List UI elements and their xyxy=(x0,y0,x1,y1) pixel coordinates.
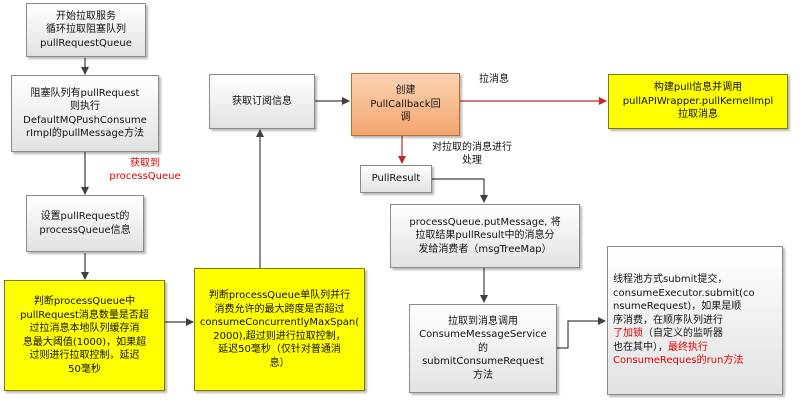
thread-pool-lock-text: 了加锁 xyxy=(613,328,643,340)
node-check-span[interactable]: 判断processQueue单队列并行 消费允许的最大跨度是否超过 consum… xyxy=(194,268,365,391)
node-thread-pool[interactable]: 线程池方式submit提交， consumeExecutor.submit(co… xyxy=(607,246,783,395)
node-pull-result[interactable]: PullResult xyxy=(360,165,432,193)
node-set-process-queue[interactable]: 设置pullRequest的 processQueue信息 xyxy=(26,195,144,252)
node-start[interactable]: 开始拉取服务 循环拉取阻塞队列 pullRequestQueue xyxy=(26,3,146,57)
node-build-pull[interactable]: 构建pull信息并调用 pullAPIWrapper.pullKernelImp… xyxy=(608,74,788,129)
edge-pullresult-to-putmessage xyxy=(432,178,488,203)
thread-pool-run-text: 最终执行 ConsumeReques的run方法 xyxy=(613,341,744,367)
label-got-process-queue: 获取到 processQueue xyxy=(109,158,181,182)
node-put-message[interactable]: processQueue.putMessage, 将 拉取结果pullResul… xyxy=(390,204,580,268)
label-pull-message: 拉消息 xyxy=(479,74,509,85)
node-create-callback[interactable]: 创建 PullCallback回 调 xyxy=(351,73,460,136)
node-check-threshold[interactable]: 判断processQueue中 pullRequest消息数量是否超 过拉消息本… xyxy=(4,280,165,391)
node-submit-request[interactable]: 拉取到消息调用 ConsumeMessageService 的 submitCo… xyxy=(409,304,557,393)
label-handle-message: 对拉取的消息进行 处理 xyxy=(432,142,512,166)
thread-pool-text-2: （自定义的监听器 也在其中）， xyxy=(613,328,723,353)
node-get-subscription[interactable]: 获取订阅信息 xyxy=(209,74,315,129)
thread-pool-text: 线程池方式submit提交， consumeExecutor.submit(co… xyxy=(613,273,755,368)
edge-submit-to-threadpool xyxy=(557,317,606,349)
node-blocking-queue[interactable]: 阻塞队列有pullRequest 则执行 DefaultMQPushConsum… xyxy=(11,75,159,152)
thread-pool-text-1: 线程池方式submit提交， consumeExecutor.submit(co… xyxy=(613,274,755,326)
